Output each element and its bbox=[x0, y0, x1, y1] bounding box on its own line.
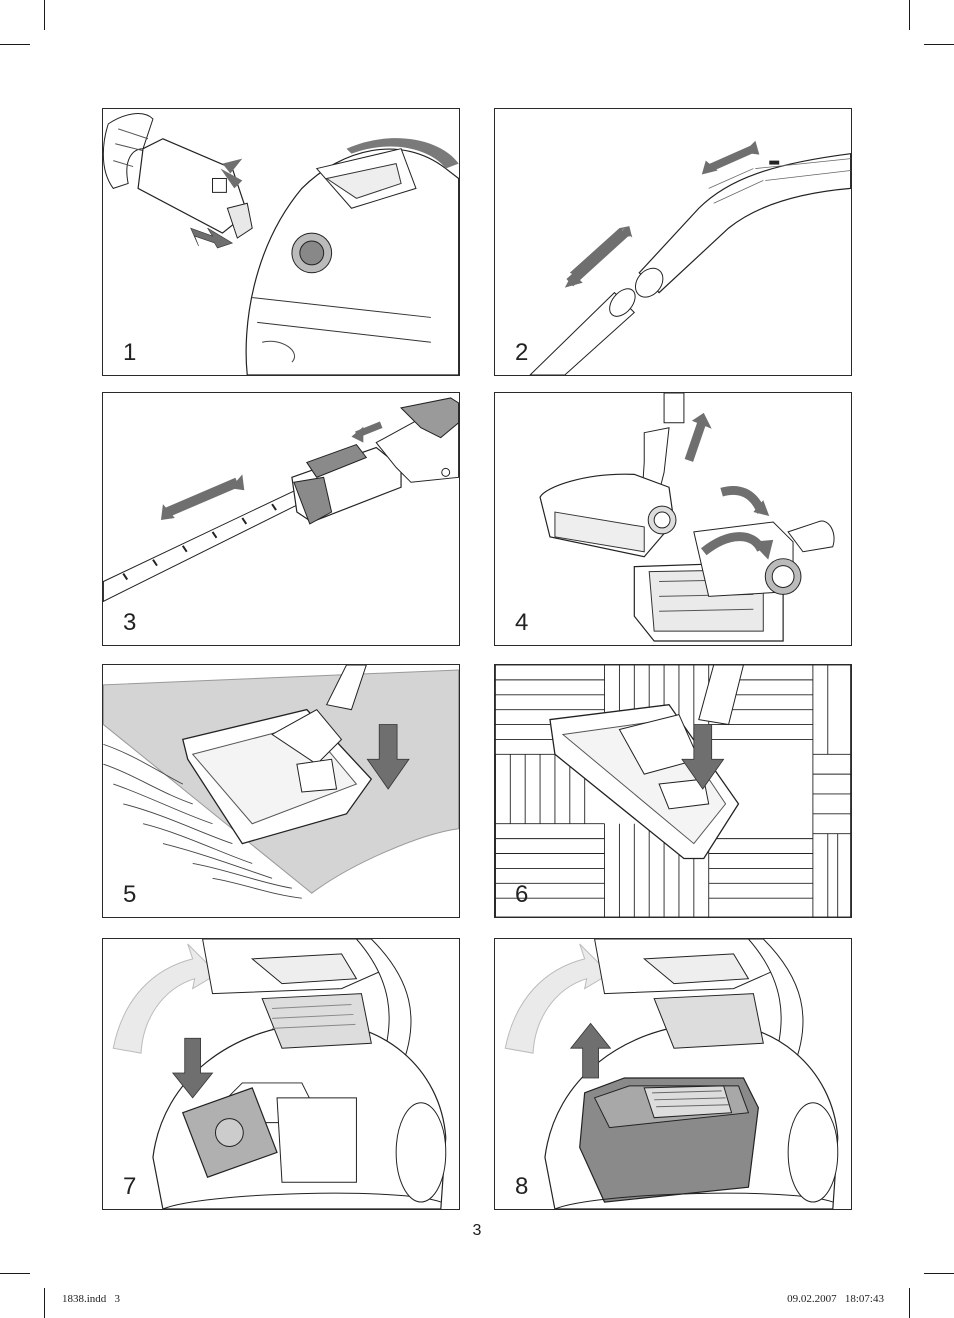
illustration-panel-6: 6 bbox=[494, 664, 852, 918]
panel-number: 4 bbox=[515, 609, 529, 636]
crop-mark bbox=[44, 1288, 45, 1318]
crop-mark bbox=[924, 44, 954, 45]
crop-mark bbox=[0, 1273, 30, 1274]
hose-connection-illustration bbox=[103, 113, 459, 375]
illustration-panel-7: 7 bbox=[102, 938, 460, 1210]
illustration-panel-1: 1 bbox=[102, 108, 460, 376]
panel-number: 3 bbox=[123, 609, 137, 636]
panel-number: 8 bbox=[515, 1173, 529, 1200]
panel-number: 1 bbox=[123, 339, 137, 366]
crop-mark bbox=[909, 1288, 910, 1318]
illustration-panel-5: 5 bbox=[102, 664, 460, 918]
crop-mark bbox=[0, 44, 30, 45]
dust-bag-illustration bbox=[112, 939, 447, 1209]
illustration-panel-4: 4 bbox=[494, 392, 852, 646]
panel-number: 5 bbox=[123, 881, 137, 908]
crop-mark bbox=[909, 0, 910, 30]
tube-connection-illustration bbox=[529, 140, 851, 375]
panel-number: 6 bbox=[515, 881, 529, 908]
panel-number: 7 bbox=[123, 1173, 137, 1200]
file-slug: 1838.indd 3 bbox=[62, 1293, 121, 1305]
illustration-panel-3: 3 bbox=[102, 392, 460, 646]
turbo-brush-illustration bbox=[539, 393, 835, 642]
timestamp-slug: 09.02.2007 18:07:43 bbox=[787, 1293, 884, 1305]
page-number: 3 bbox=[472, 1222, 482, 1239]
carpet-nozzle-illustration bbox=[103, 665, 459, 899]
crop-mark bbox=[44, 0, 45, 30]
illustration-panel-8: 8 bbox=[494, 938, 852, 1210]
panel-number: 2 bbox=[515, 339, 529, 366]
telescopic-tube-illustration bbox=[103, 397, 459, 603]
filter-holder-illustration bbox=[504, 939, 839, 1209]
hard-floor-nozzle-illustration bbox=[495, 665, 851, 917]
illustration-panel-2: 2 bbox=[494, 108, 852, 376]
crop-mark bbox=[924, 1273, 954, 1274]
